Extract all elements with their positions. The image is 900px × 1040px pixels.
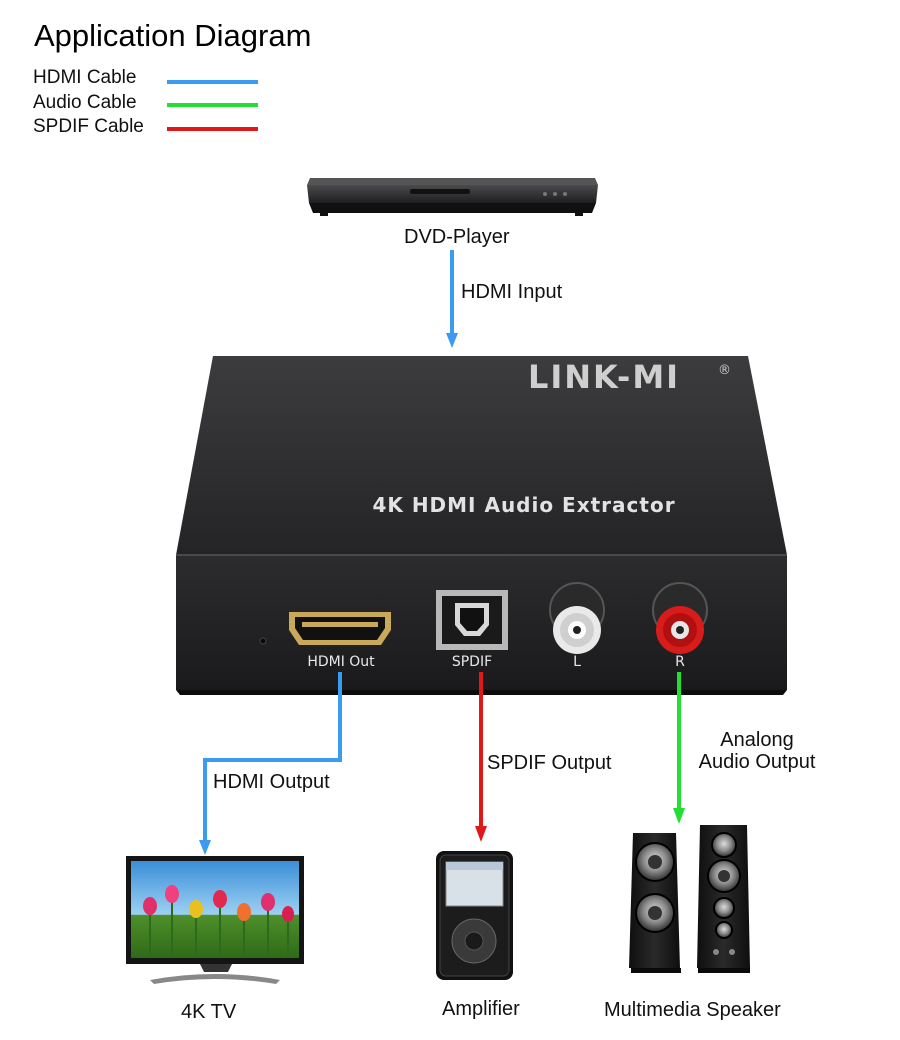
port-label-hdmi-out: HDMI Out: [307, 654, 375, 670]
port-label-spdif: SPDIF: [452, 654, 492, 670]
port-label-right: R: [675, 654, 685, 670]
speaker-icon: [629, 825, 750, 973]
connection-label-analog-line2: Audio Output: [698, 751, 816, 773]
dvd-player-icon: [307, 178, 598, 216]
node-label-dvd-player: DVD-Player: [404, 226, 510, 248]
connection-label-spdif-output: SPDIF Output: [487, 752, 612, 774]
connection-label-hdmi-output: HDMI Output: [213, 771, 330, 793]
rca-right-port-icon: [652, 582, 708, 654]
rca-left-port-icon: [549, 582, 605, 654]
device-brand-mark: ®: [718, 363, 731, 378]
audio-extractor-device: LINK-MI ® 4K HDMI Audio Extractor HDMI O…: [176, 356, 787, 695]
connection-label-hdmi-input: HDMI Input: [461, 281, 563, 303]
amplifier-icon: [436, 851, 513, 980]
legend-spdif-label: SPDIF Cable: [33, 116, 144, 137]
connection-label-analog-output: Analong Audio Output: [687, 729, 827, 773]
node-label-speaker: Multimedia Speaker: [604, 999, 781, 1021]
tv-icon: [126, 856, 304, 984]
analog-output-arrowhead: [673, 808, 685, 824]
page-title: Application Diagram: [34, 18, 312, 53]
hdmi-out-port-icon: [289, 612, 391, 645]
node-label-amplifier: Amplifier: [442, 998, 520, 1020]
hdmi-output-connector: [203, 672, 342, 845]
spdif-output-arrowhead: [475, 826, 487, 842]
connection-label-analog-line1: Analong: [720, 729, 794, 751]
hdmi-output-arrowhead: [199, 840, 211, 855]
hdmi-input-arrowhead: [446, 333, 458, 348]
legend-hdmi-label: HDMI Cable: [33, 67, 137, 88]
device-product-name: 4K HDMI Audio Extractor: [372, 493, 675, 517]
port-label-left: L: [573, 654, 581, 670]
legend-audio-label: Audio Cable: [33, 92, 137, 113]
spdif-port-icon: [436, 590, 508, 650]
device-brand: LINK-MI: [528, 358, 680, 396]
node-label-tv: 4K TV: [181, 1001, 237, 1023]
